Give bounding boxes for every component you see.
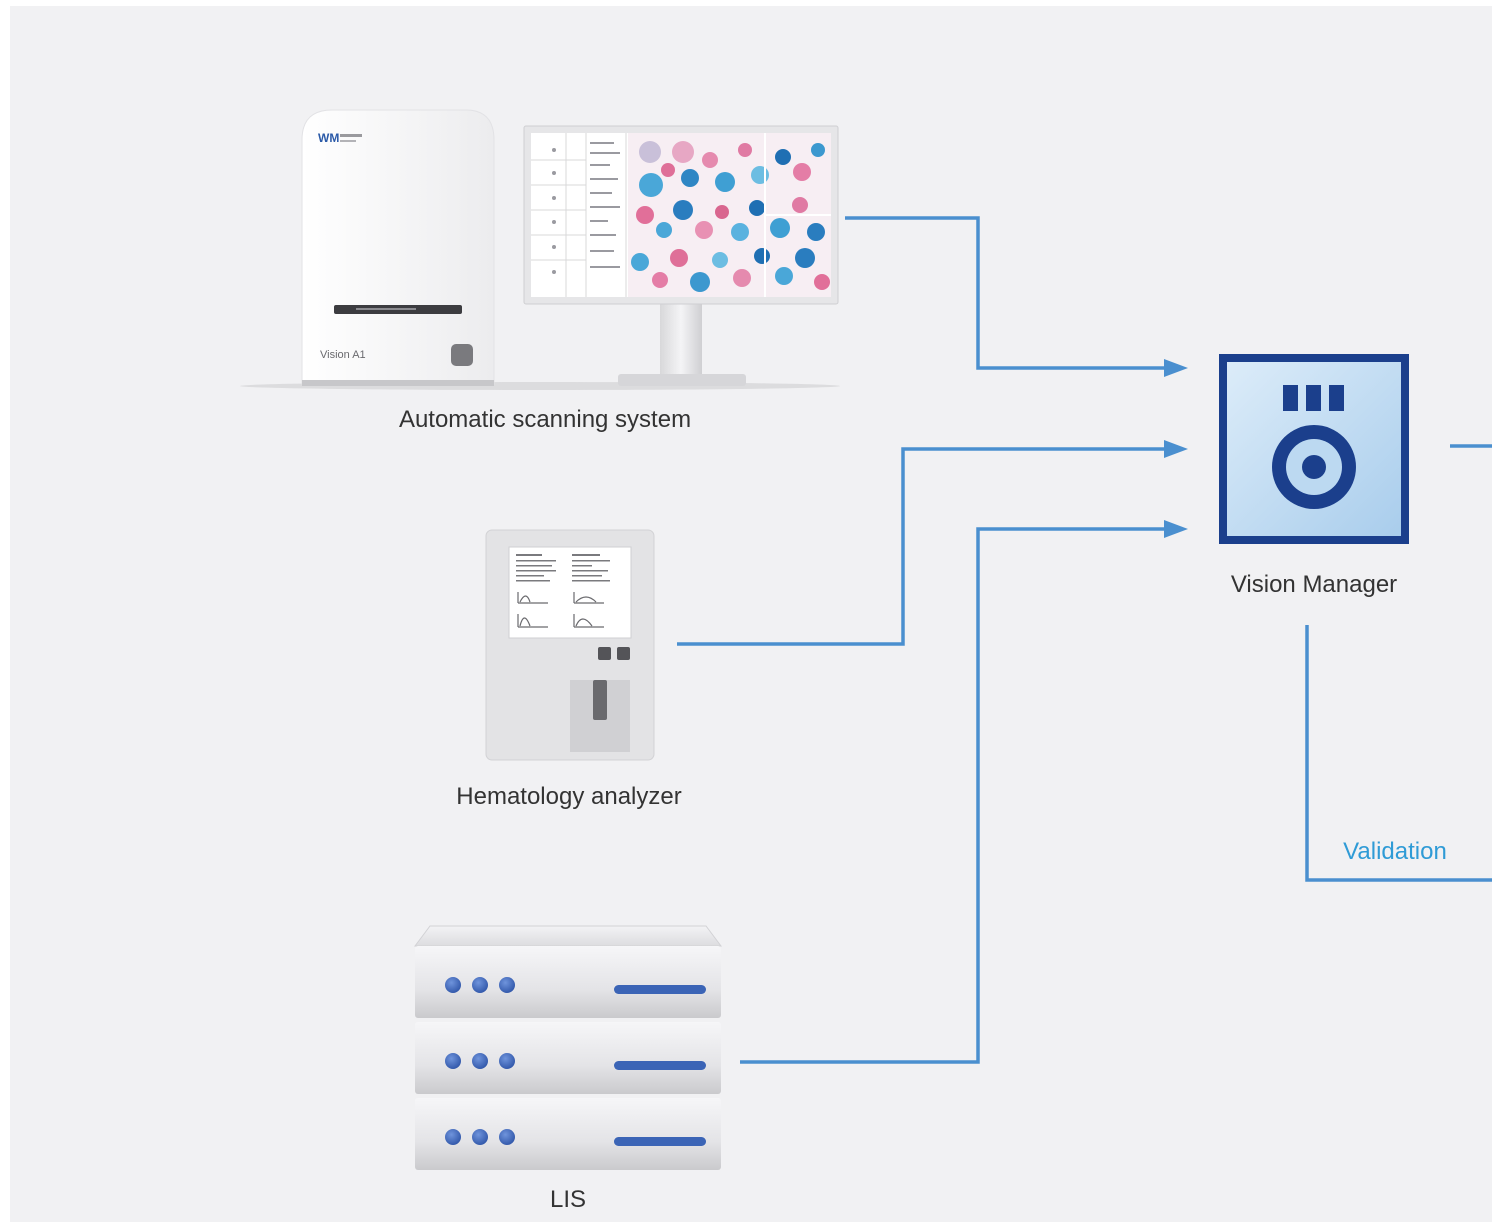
- connector-lis-to-manager: [740, 527, 1170, 1064]
- hematology-label: Hematology analyzer: [456, 783, 682, 810]
- arrowhead-hematology: [1164, 440, 1188, 458]
- scanner-device: WM Vision A1: [240, 109, 840, 390]
- connector-validation: [1305, 625, 1492, 882]
- scanner-label: Automatic scanning system: [398, 406, 692, 433]
- lis-label: LIS: [549, 1186, 587, 1213]
- arrowheads: [1164, 359, 1188, 538]
- connector-lines: [677, 216, 1492, 1064]
- diagram-canvas: WM Vision A1: [240, 109, 1492, 1170]
- scanner-button: [451, 344, 473, 366]
- screen-ui-panel: [531, 133, 627, 297]
- arrowhead-lis: [1164, 520, 1188, 538]
- validation-label: Validation: [1343, 838, 1447, 865]
- lis-server-stack: [414, 925, 722, 1170]
- scanner-logo: WM: [318, 131, 339, 145]
- manager-label: Vision Manager: [1230, 571, 1398, 598]
- workflow-diagram: WM Vision A1: [10, 6, 1492, 1222]
- connector-scanner-to-manager: [845, 216, 1170, 370]
- scanner-brand-text: Vision A1: [320, 349, 366, 361]
- monitor-device: [523, 125, 839, 386]
- connector-hematology-to-manager: [677, 447, 1170, 646]
- hematology-analyzer-device: [485, 529, 655, 761]
- arrowhead-scanner: [1164, 359, 1188, 377]
- vision-manager-app-icon: [1219, 354, 1409, 544]
- cell-image: [631, 141, 830, 292]
